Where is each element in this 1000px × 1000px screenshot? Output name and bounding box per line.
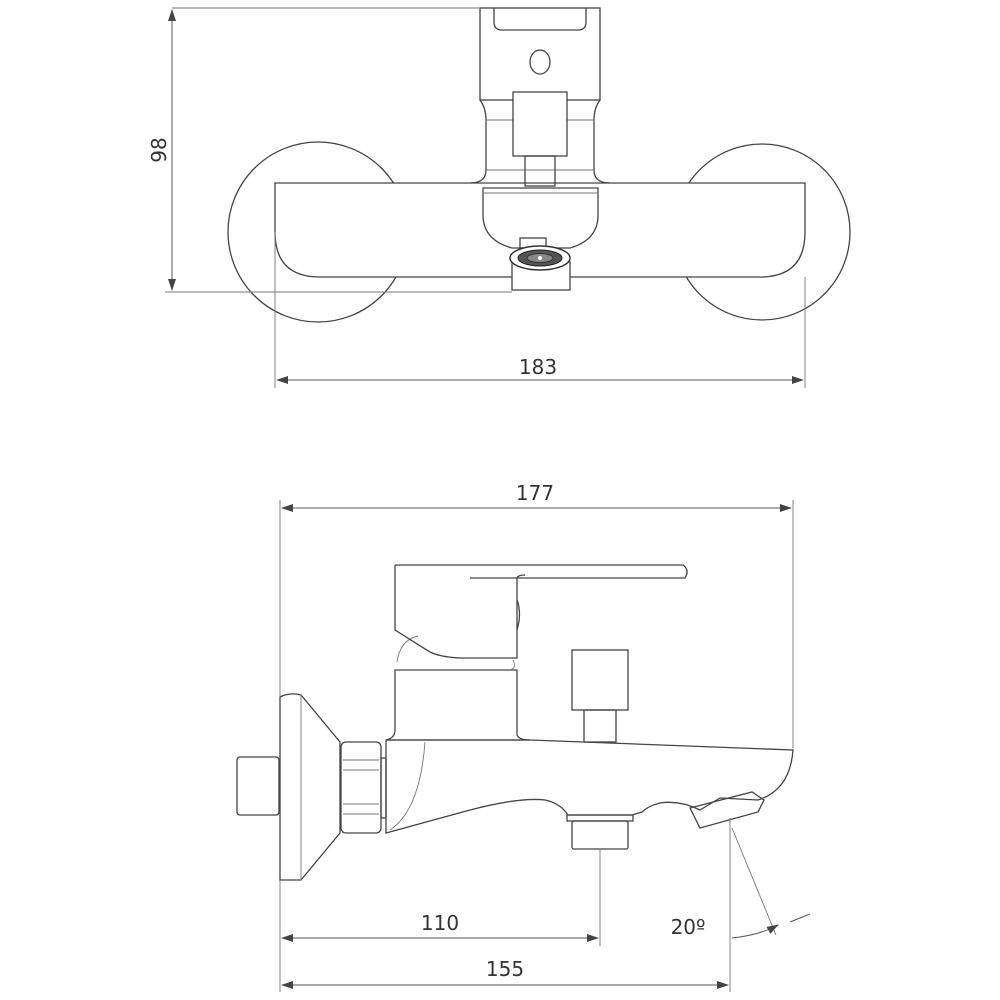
diverter-knob	[571, 649, 629, 711]
cartridge-neck	[469, 99, 611, 184]
spout-angle-line	[731, 827, 777, 936]
diverter-knob-top	[512, 91, 568, 157]
lever-handle	[479, 7, 601, 101]
spout-nozzle	[689, 791, 765, 829]
overall-length-label: 177	[516, 481, 554, 505]
lever-top	[395, 564, 688, 579]
hex-nut	[340, 741, 382, 834]
top-view: 98 183	[147, 7, 851, 388]
spout-bowl	[482, 187, 599, 249]
inlet-pipe	[236, 756, 280, 816]
height-dimension-label: 98	[147, 137, 171, 162]
outlet-collar	[566, 814, 634, 822]
lever-handle-side	[394, 565, 526, 659]
handle-grip	[493, 8, 587, 31]
cartridge-body	[385, 669, 531, 741]
bottom-outlet	[571, 820, 629, 850]
indicator-dot	[529, 49, 551, 75]
wall-flange-side	[279, 693, 341, 881]
diverter-stem-top	[524, 155, 556, 187]
diverter-stem	[583, 709, 617, 743]
width-dimension-label: 183	[519, 355, 557, 379]
spout-angle-label: 20º	[671, 915, 706, 939]
lever-indicator	[516, 599, 521, 631]
spout-body	[385, 739, 794, 834]
spout-distance-label: 155	[486, 957, 524, 981]
side-view: 177 110	[236, 481, 811, 992]
outlet-distance-label: 110	[421, 911, 459, 935]
